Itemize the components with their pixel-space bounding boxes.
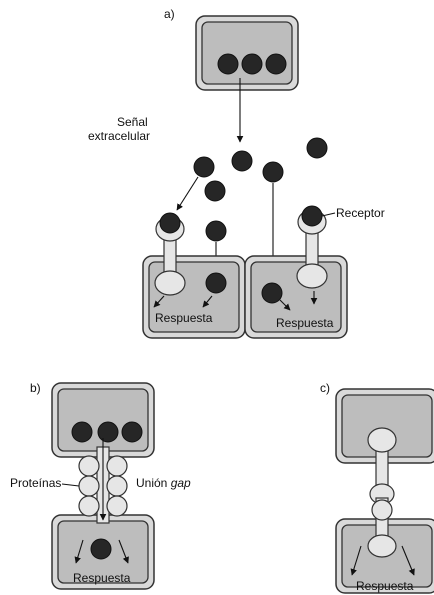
internal-signal-molecule — [90, 538, 112, 560]
response-arrow — [202, 295, 213, 308]
contact-cell-top — [335, 388, 434, 464]
gap-cell-bottom — [51, 514, 155, 590]
response-arrow — [350, 545, 362, 576]
panel-c: c) Respuesta — [320, 381, 434, 594]
proteins-label-leader — [61, 483, 80, 487]
panel-b-label: b) — [30, 381, 41, 395]
secreting-cell — [195, 15, 299, 91]
signal-molecule — [121, 421, 143, 443]
gap-junction-label: Unión gap — [136, 476, 191, 490]
response-arrow — [279, 299, 291, 311]
response-label-right: Respuesta — [276, 316, 334, 330]
panel-a-label: a) — [164, 7, 175, 21]
gap-cell-top — [51, 382, 155, 458]
signal-molecule — [231, 150, 253, 172]
bound-signal-molecule — [301, 205, 323, 227]
diffusion-arrow — [176, 176, 199, 211]
signal-molecule — [193, 156, 215, 178]
signal-molecule — [217, 53, 239, 75]
signal-label-line-2: extracelular — [88, 129, 150, 143]
signal-molecule — [71, 421, 93, 443]
receptor-left — [154, 212, 186, 296]
signal-molecule — [262, 161, 284, 183]
bound-signal-molecule — [159, 212, 181, 234]
response-arrow — [74, 539, 84, 564]
panel-a: a) Señal extracelular — [88, 7, 385, 339]
target-cell-left — [142, 255, 246, 339]
signal-molecule — [97, 421, 119, 443]
receptor-label: Receptor — [336, 206, 385, 220]
response-label: Respuesta — [73, 571, 131, 585]
response-arrow — [153, 295, 165, 308]
proteins-label: Proteínas — [10, 476, 61, 490]
response-arrow — [118, 539, 129, 564]
signal-molecule — [265, 53, 287, 75]
signal-molecule — [306, 137, 328, 159]
response-label: Respuesta — [356, 579, 414, 593]
receptor-right — [296, 205, 328, 289]
signal-molecule — [241, 53, 263, 75]
panel-c-label: c) — [320, 381, 330, 395]
internal-signal-molecule — [261, 282, 283, 304]
signal-molecule — [204, 180, 226, 202]
receptor-body — [296, 263, 328, 289]
receptor-body — [154, 270, 186, 296]
internal-signal-molecule — [205, 272, 227, 294]
membrane-bound-signal — [367, 427, 397, 558]
gap-junction-label-italic: gap — [171, 476, 191, 490]
panel-b: b) Proteínas Uni — [10, 381, 191, 590]
response-arrow — [401, 545, 415, 576]
response-label-left: Respuesta — [155, 311, 213, 325]
receptor-label-leader — [321, 212, 336, 217]
gap-junction-label-text: Unión — [136, 476, 171, 490]
signal-label-line-1: Señal — [117, 115, 148, 129]
signal-label: Señal extracelular — [88, 115, 151, 143]
signal-molecule — [205, 220, 227, 242]
receptor-body — [367, 534, 397, 558]
